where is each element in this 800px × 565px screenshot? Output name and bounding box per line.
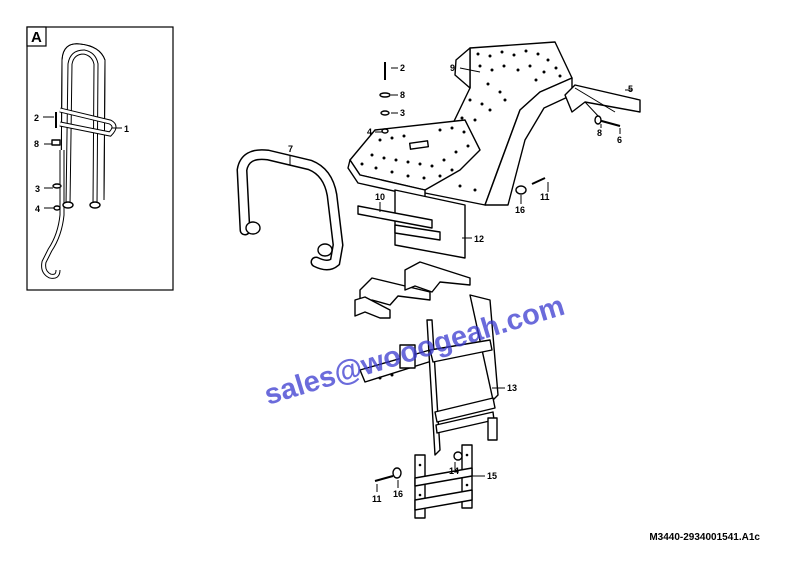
fasteners <box>374 62 621 482</box>
callout-2: 2 <box>400 63 405 73</box>
watermark-text: sales@wooogeah.com <box>261 290 569 412</box>
platform-assembly <box>347 41 573 206</box>
handrail-7 <box>236 149 344 271</box>
callout-10: 10 <box>375 192 385 202</box>
callout-14: 14 <box>449 466 459 476</box>
callout-11-lower: 11 <box>372 494 382 504</box>
callout-16: 16 <box>515 205 525 215</box>
callout-8-inset: 8 <box>34 139 39 149</box>
callout-12: 12 <box>474 234 484 244</box>
callout-6: 6 <box>617 135 622 145</box>
inset-fasteners <box>51 112 62 211</box>
callout-8-bracket: 8 <box>597 128 602 138</box>
callout-5: 5 <box>628 84 633 94</box>
callout-4: 4 <box>367 127 372 137</box>
inset-detail-a: A 2 8 3 4 <box>26 26 174 291</box>
callout-8: 8 <box>400 90 405 100</box>
leader-lines <box>289 67 632 492</box>
callout-7: 7 <box>288 144 293 154</box>
callout-15: 15 <box>487 471 497 481</box>
perforations <box>360 49 562 192</box>
callout-2-inset: 2 <box>34 113 39 123</box>
callout-3: 3 <box>400 108 405 118</box>
bracket-5 <box>564 84 641 119</box>
drawing-reference: M3440-2934001541.A1c <box>649 532 760 543</box>
callout-16-lower: 16 <box>393 489 403 499</box>
callout-4-inset: 4 <box>35 204 40 214</box>
callout-3-inset: 3 <box>35 184 40 194</box>
plate-10 <box>357 205 433 229</box>
callout-13: 13 <box>507 383 517 393</box>
step-15 <box>414 444 473 519</box>
inset-handrail <box>41 43 117 279</box>
callout-9: 9 <box>450 63 455 73</box>
inset-letter: A <box>31 29 42 46</box>
callout-1: 1 <box>124 124 129 134</box>
ladder-13 <box>354 261 499 456</box>
inset-leaders <box>43 116 122 209</box>
callout-11: 11 <box>540 192 550 202</box>
